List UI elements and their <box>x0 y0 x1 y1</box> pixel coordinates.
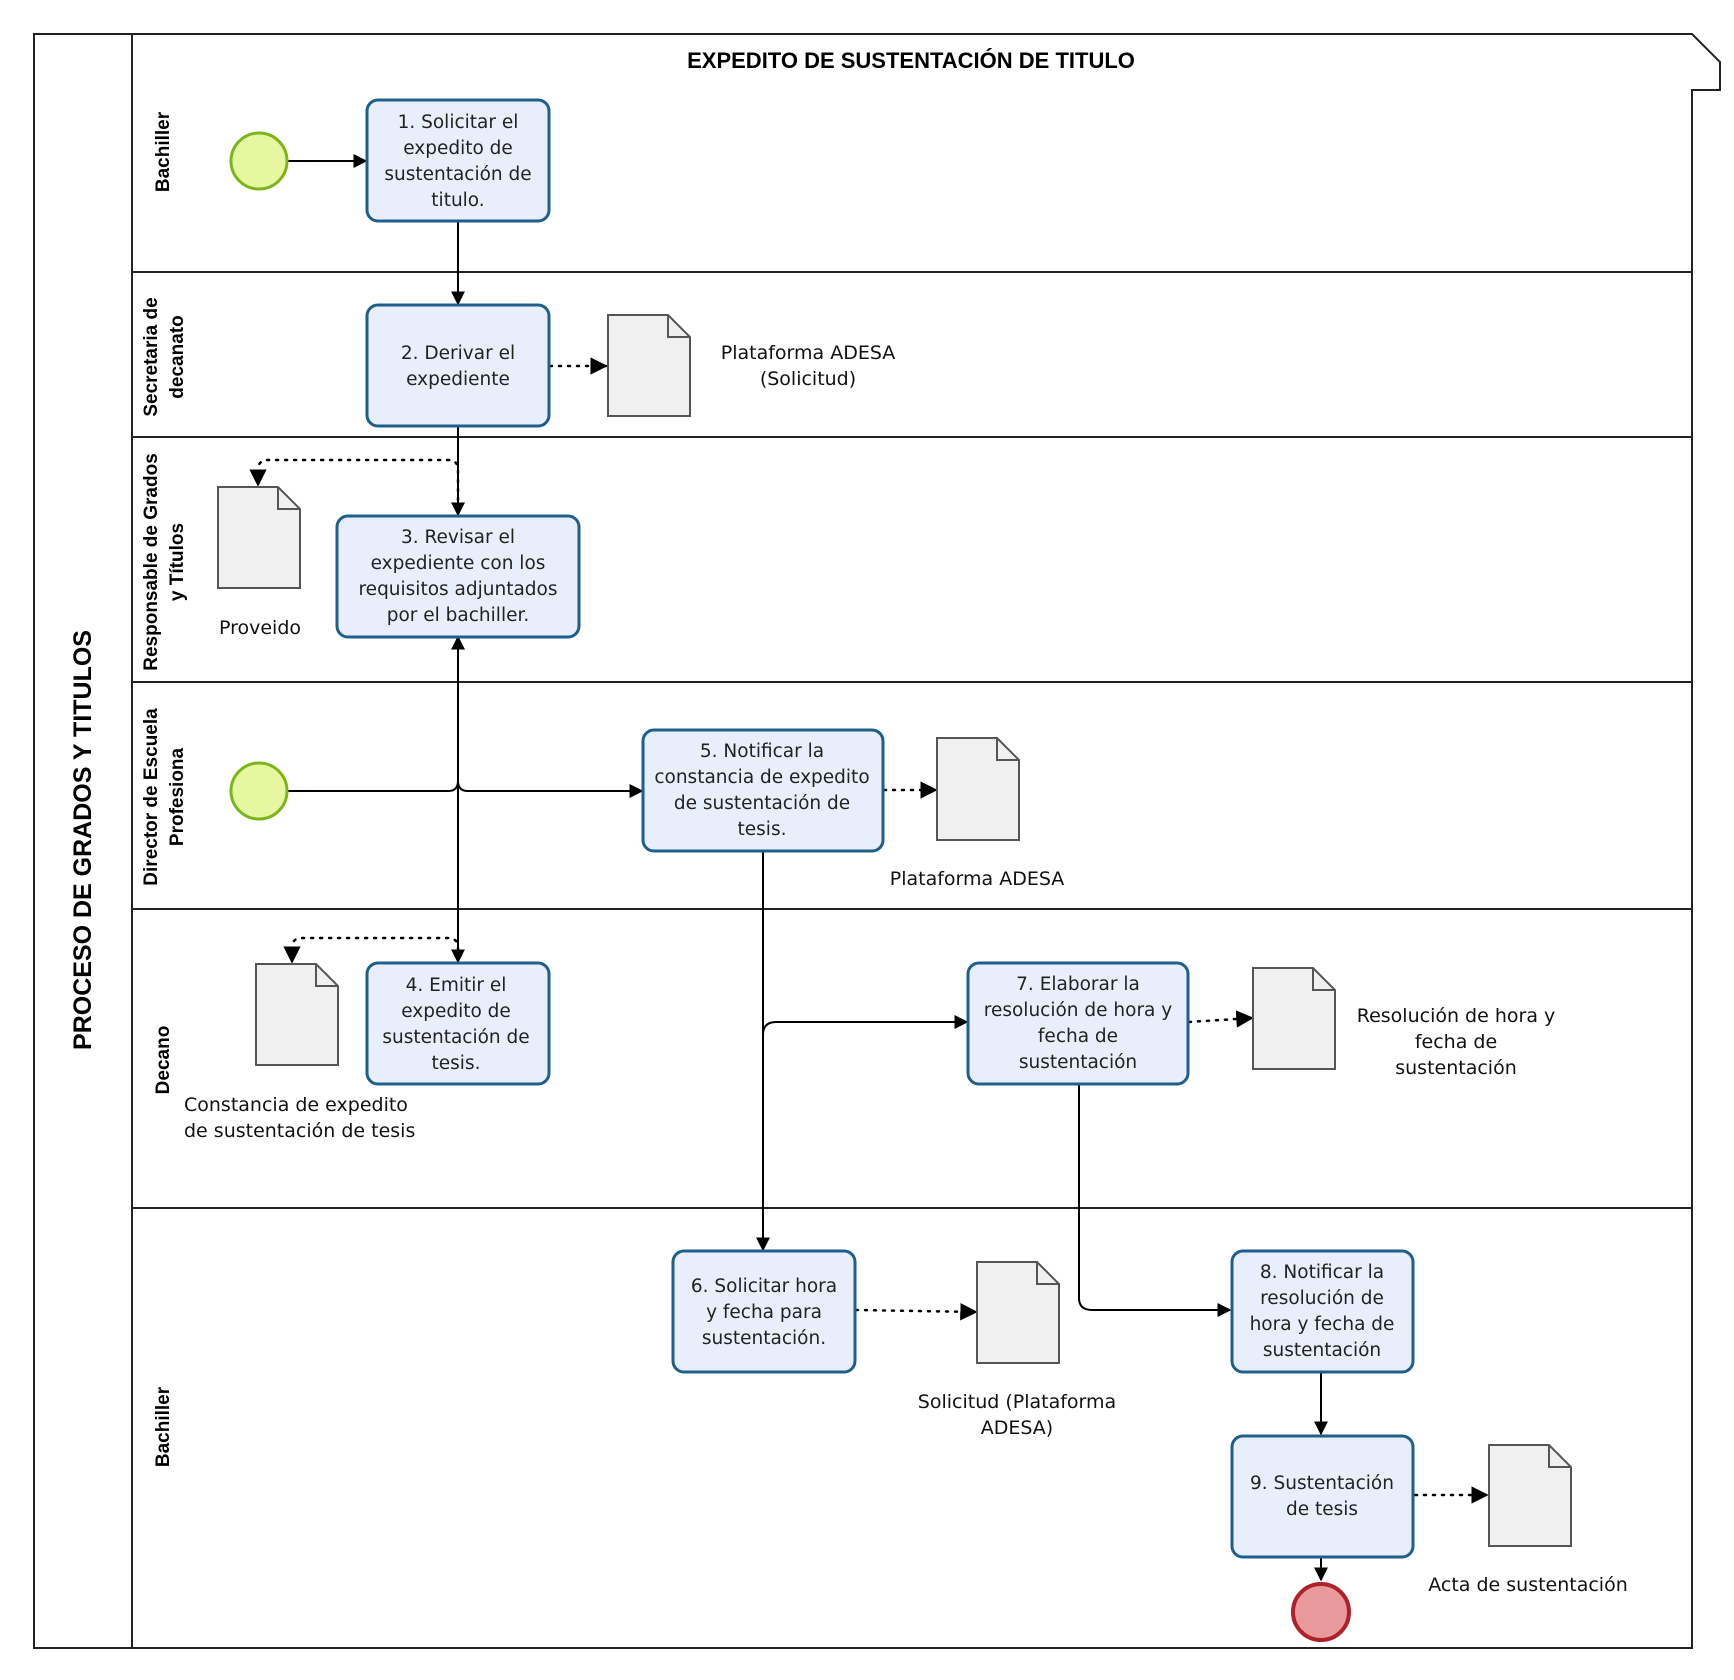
svg-text:4. Emitir el: 4. Emitir el <box>406 975 507 996</box>
svg-text:Profesiona: Profesiona <box>167 747 188 846</box>
svg-text:tesis.: tesis. <box>432 1053 481 1074</box>
document-icon-solicitud-plataforma <box>976 1261 1060 1364</box>
task-5: 5. Notificar la constancia de expedito d… <box>641 728 885 853</box>
svg-text:Responsable de Grados: Responsable de Grados <box>141 453 162 671</box>
svg-text:sustentación.: sustentación. <box>702 1328 826 1349</box>
document-icon-plataforma-solicitud <box>607 314 691 417</box>
document-icon-proveido <box>217 486 301 589</box>
svg-text:Proveido: Proveido <box>219 617 301 639</box>
assoc-t3-to-d2 <box>249 458 460 502</box>
pool-frame <box>33 33 1721 1649</box>
pool-label: PROCESO DE GRADOS Y TITULOS <box>69 630 97 1050</box>
lane-label-secretaria: Secretaria de decanato <box>141 297 188 416</box>
task-7: 7. Elaborar la resolución de hora y fech… <box>966 961 1190 1086</box>
end-event <box>1291 1582 1351 1642</box>
svg-text:de sustentación de tesis: de sustentación de tesis <box>184 1120 415 1142</box>
document-icon-resolucion <box>1252 967 1336 1070</box>
svg-text:3. Revisar el: 3. Revisar el <box>401 527 515 548</box>
start-event-director <box>229 761 289 821</box>
svg-text:decanato: decanato <box>167 315 188 398</box>
svg-text:y Títulos: y Títulos <box>167 523 188 601</box>
svg-text:hora y fecha de: hora y fecha de <box>1250 1314 1395 1335</box>
svg-text:Plataforma ADESA: Plataforma ADESA <box>721 342 896 364</box>
assoc-t6-to-d6 <box>854 1302 978 1321</box>
document-label-solicitud-plataforma: Solicitud (Plataforma ADESA) <box>918 1391 1116 1439</box>
document-icon-acta <box>1488 1444 1572 1547</box>
assoc-t7-to-d5 <box>1187 1010 1254 1028</box>
start-event-bachiller <box>229 131 289 191</box>
document-label-constancia: Constancia de expedito de sustentación d… <box>184 1094 415 1142</box>
svg-text:Director de Escuela: Director de Escuela <box>141 708 162 886</box>
document-label-acta: Acta de sustentación <box>1428 1574 1628 1596</box>
svg-text:de tesis: de tesis <box>1286 1499 1358 1520</box>
svg-text:expediente con los: expediente con los <box>371 553 546 574</box>
svg-text:Solicitud (Plataforma: Solicitud (Plataforma <box>918 1391 1116 1413</box>
svg-text:expedito de: expedito de <box>401 1001 511 1022</box>
task-6: 6. Solicitar hora y fecha para sustentac… <box>671 1249 857 1374</box>
flow-t7-to-t8 <box>1078 1085 1232 1317</box>
document-label-plataforma-solicitud: Plataforma ADESA (Solicitud) <box>721 342 896 390</box>
data-associations <box>249 357 1489 1504</box>
svg-text:1. Solicitar el: 1. Solicitar el <box>398 112 519 133</box>
sequence-flows <box>288 154 1328 1582</box>
task-2: 2. Derivar el expediente <box>365 303 551 428</box>
svg-text:Decano: Decano <box>153 1026 174 1095</box>
svg-text:Secretaria de: Secretaria de <box>141 297 162 416</box>
svg-text:ADESA): ADESA) <box>981 1417 1053 1439</box>
svg-text:Constancia de expedito: Constancia de expedito <box>184 1094 408 1116</box>
svg-text:6. Solicitar hora: 6. Solicitar hora <box>691 1276 837 1297</box>
svg-text:titulo.: titulo. <box>431 190 484 211</box>
svg-text:resolución de: resolución de <box>1260 1288 1384 1309</box>
lane-label-decano: Decano <box>153 1026 174 1095</box>
flow-start2-to-t5 <box>288 780 644 798</box>
svg-text:Plataforma ADESA: Plataforma ADESA <box>890 868 1065 890</box>
assoc-t4-to-d4 <box>283 936 460 964</box>
svg-text:(Solicitud): (Solicitud) <box>760 368 856 390</box>
svg-text:requisitos adjuntados: requisitos adjuntados <box>358 579 557 600</box>
svg-text:9. Sustentación: 9. Sustentación <box>1250 1473 1394 1494</box>
svg-text:8. Notificar la: 8. Notificar la <box>1260 1262 1384 1283</box>
task-3: 3. Revisar el expediente con los requisi… <box>335 514 581 639</box>
task-8: 8. Notificar la resolución de hora y fec… <box>1230 1249 1415 1374</box>
document-icon-constancia <box>255 963 339 1066</box>
page-title: EXPEDITO DE SUSTENTACIÓN DE TITULO <box>687 48 1135 73</box>
document-label-resolucion: Resolución de hora y fecha de sustentaci… <box>1357 1005 1556 1079</box>
svg-text:sustentación: sustentación <box>1019 1052 1137 1073</box>
svg-text:resolución de hora y: resolución de hora y <box>984 1000 1173 1021</box>
svg-text:fecha de: fecha de <box>1415 1031 1497 1053</box>
task-9: 9. Sustentación de tesis <box>1230 1434 1415 1559</box>
svg-text:sustentación de: sustentación de <box>382 1027 529 1048</box>
lane-label-director: Director de Escuela Profesiona <box>141 708 188 886</box>
flow-t5-to-t7 <box>762 1015 969 1036</box>
svg-text:sustentación: sustentación <box>1263 1340 1381 1361</box>
document-label-proveido: Proveido <box>219 617 301 639</box>
svg-text:expedito de: expedito de <box>403 138 513 159</box>
svg-text:Acta de sustentación: Acta de sustentación <box>1428 1574 1628 1596</box>
svg-text:2. Derivar el: 2. Derivar el <box>401 343 515 364</box>
svg-text:expediente: expediente <box>406 369 510 390</box>
svg-text:Bachiller: Bachiller <box>153 111 174 192</box>
svg-text:por el bachiller.: por el bachiller. <box>387 605 530 626</box>
svg-text:fecha de: fecha de <box>1038 1026 1118 1047</box>
svg-text:constancia de expedito: constancia de expedito <box>654 767 869 788</box>
svg-text:5. Notificar la: 5. Notificar la <box>700 741 824 762</box>
lane-label-bachiller-top: Bachiller <box>153 111 174 192</box>
svg-text:Bachiller: Bachiller <box>153 1386 174 1467</box>
svg-text:sustentación: sustentación <box>1395 1057 1517 1079</box>
svg-text:Resolución de hora y: Resolución de hora y <box>1357 1005 1556 1027</box>
svg-text:y fecha para: y fecha para <box>706 1302 822 1323</box>
lane-label-responsable: Responsable de Grados y Títulos <box>141 453 188 671</box>
svg-text:sustentación de: sustentación de <box>384 164 531 185</box>
svg-text:7. Elaborar la: 7. Elaborar la <box>1016 974 1140 995</box>
task-1: 1. Solicitar el expedito de sustentación… <box>365 98 551 223</box>
task-4: 4. Emitir el expedito de sustentación de… <box>365 961 551 1086</box>
svg-text:tesis.: tesis. <box>738 819 787 840</box>
lane-label-bachiller-bottom: Bachiller <box>153 1386 174 1467</box>
document-label-plataforma-adesa: Plataforma ADESA <box>890 868 1065 890</box>
svg-text:de sustentación de: de sustentación de <box>674 793 850 814</box>
document-icon-plataforma-adesa <box>936 737 1020 841</box>
